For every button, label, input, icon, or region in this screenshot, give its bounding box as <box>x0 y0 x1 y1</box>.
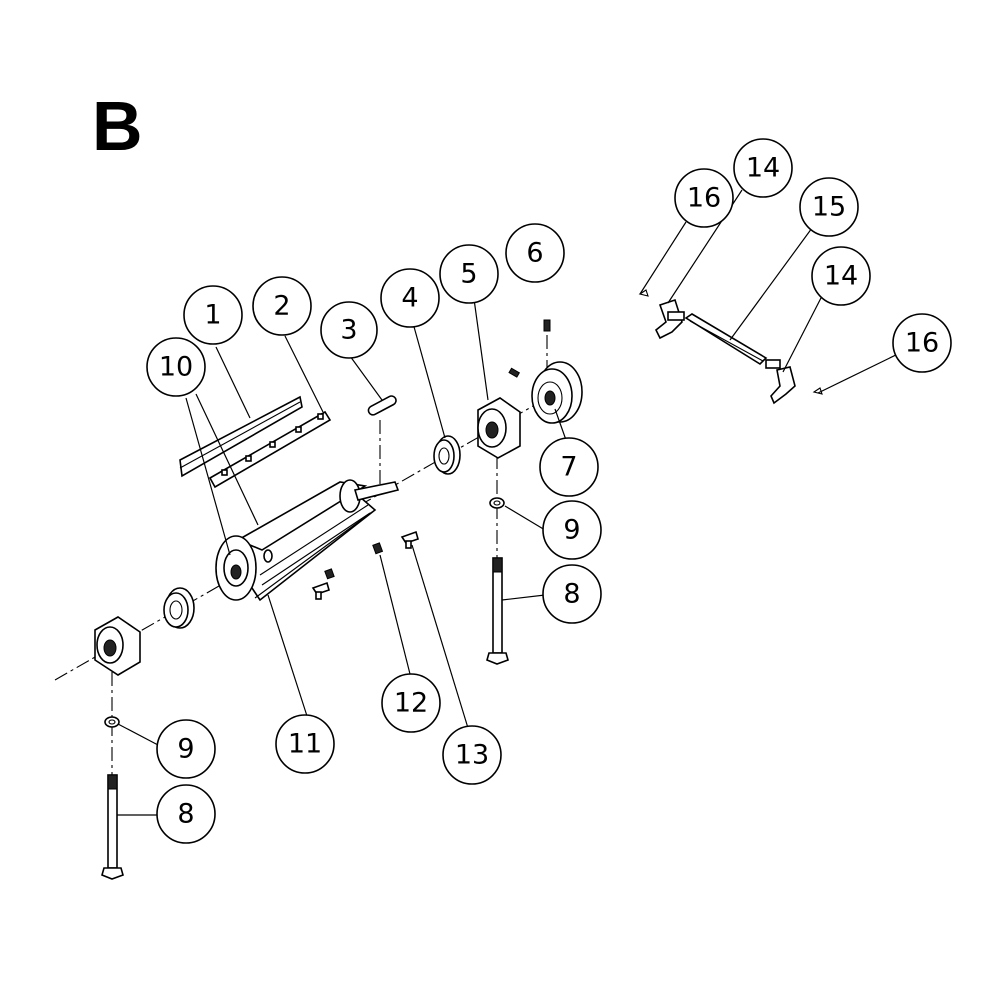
bearing-housing-right <box>477 397 521 459</box>
callout-1: 1 <box>183 285 243 345</box>
callout-9-right-label: 9 <box>563 515 580 546</box>
pulley <box>508 361 583 424</box>
callout-13: 13 <box>442 725 502 785</box>
section-label: B <box>92 87 143 165</box>
callout-14-right: 14 <box>811 246 871 306</box>
callout-7-label: 7 <box>560 452 577 483</box>
shaft <box>684 313 768 366</box>
callout-15-label: 15 <box>812 192 846 223</box>
callout-16-left: 16 <box>674 168 734 228</box>
callout-4-label: 4 <box>401 283 418 314</box>
callout-11: 11 <box>275 714 335 774</box>
callout-16-right-label: 16 <box>905 328 939 359</box>
callout-12: 12 <box>381 673 441 733</box>
callout-1-label: 1 <box>204 300 221 331</box>
callout-5-label: 5 <box>460 259 477 290</box>
lever-bracket-right <box>765 359 796 405</box>
bearing-housing-left <box>94 616 141 676</box>
callout-2-label: 2 <box>273 291 290 322</box>
callout-8-left-label: 8 <box>177 799 194 830</box>
callout-16-left-label: 16 <box>687 183 721 214</box>
callout-9-right: 9 <box>542 500 602 560</box>
callout-9-left-label: 9 <box>177 734 194 765</box>
callout-3-label: 3 <box>340 315 357 346</box>
key <box>367 395 397 416</box>
callout-14-right-label: 14 <box>824 261 858 292</box>
callout-3: 3 <box>320 301 378 359</box>
washer-left <box>104 716 120 728</box>
callout-5: 5 <box>439 244 499 304</box>
bearing-left <box>163 587 195 629</box>
callout-8-right: 8 <box>542 564 602 624</box>
callout-4: 4 <box>380 268 440 328</box>
callout-16-right: 16 <box>892 313 952 373</box>
bolt-right <box>486 557 509 665</box>
bolt-left <box>101 774 124 880</box>
callout-15: 15 <box>799 177 859 237</box>
callout-6-label: 6 <box>526 238 543 269</box>
callout-12-label: 12 <box>394 688 428 719</box>
callout-13-label: 13 <box>455 740 489 771</box>
callout-10: 10 <box>146 337 206 397</box>
bearing-right <box>433 435 461 475</box>
washer-right <box>489 497 505 509</box>
knife-blade <box>179 395 303 478</box>
callout-10-label: 10 <box>159 352 193 383</box>
callout-11-label: 11 <box>288 729 322 760</box>
spring-screw <box>311 530 419 600</box>
callout-14-top: 14 <box>733 138 793 198</box>
callout-7: 7 <box>539 437 599 497</box>
gib-bar <box>208 410 332 489</box>
gib-screw <box>324 542 384 580</box>
set-screw <box>543 319 551 332</box>
callout-2: 2 <box>252 276 312 336</box>
callout-9-left: 9 <box>156 719 216 779</box>
cutterhead <box>215 479 400 602</box>
lever-bracket-left <box>654 298 685 340</box>
callout-6: 6 <box>505 223 565 283</box>
callout-8-left: 8 <box>156 784 216 844</box>
callout-14-top-label: 14 <box>746 153 780 184</box>
leader-lines <box>117 189 903 816</box>
callout-8-right-label: 8 <box>563 579 580 610</box>
